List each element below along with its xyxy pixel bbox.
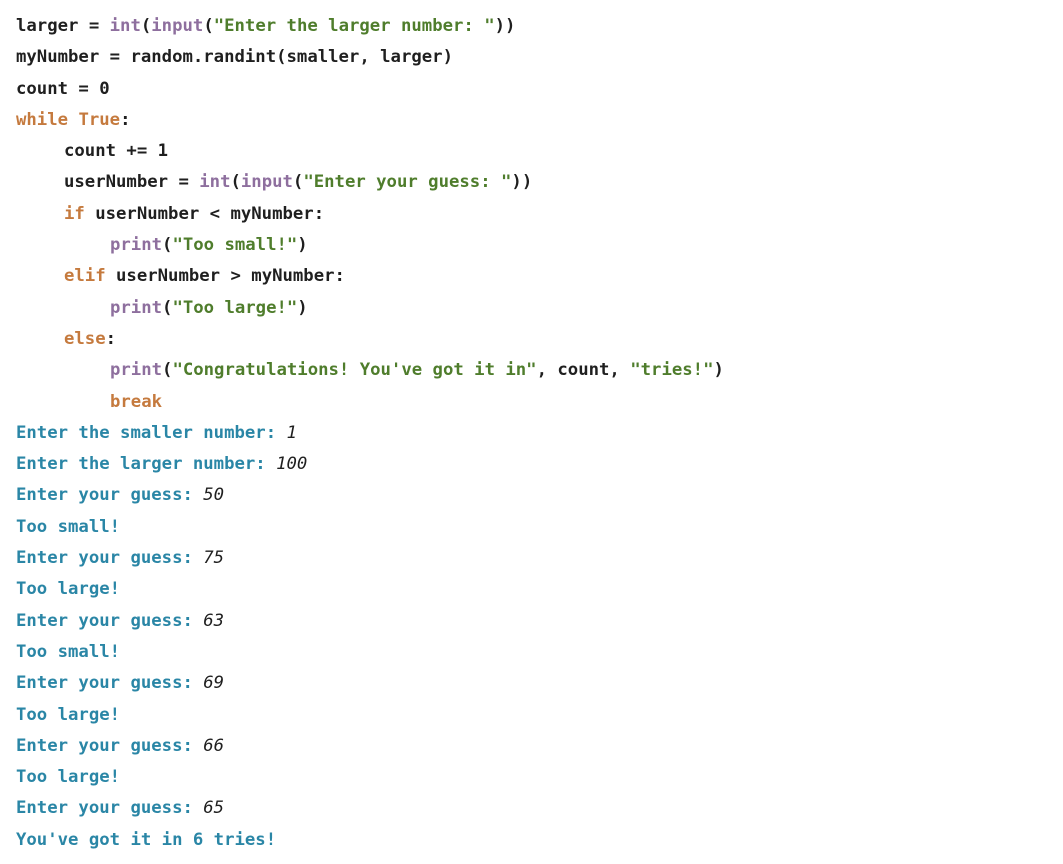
code-token: )): [494, 16, 516, 36]
code-token: (: [162, 235, 173, 256]
code-line-11: else:: [16, 324, 1046, 355]
keyword-token: if: [64, 203, 85, 224]
output-text: Enter the larger number:: [16, 454, 277, 475]
output-line: Too large!: [16, 700, 1046, 731]
keyword-token: while: [16, 109, 69, 130]
code-line-6: userNumber = int(input("Enter your guess…: [16, 167, 1046, 198]
code-token: ): [297, 235, 308, 256]
code-token: =: [168, 172, 200, 193]
output-line: Too small!: [16, 637, 1046, 668]
code-line-12: print("Congratulations! You've got it in…: [16, 355, 1046, 386]
code-token: (: [203, 16, 214, 36]
code-token: )): [511, 172, 533, 193]
string-token: "tries!": [630, 360, 714, 381]
code-line-9: elif userNumber > myNumber:: [16, 261, 1046, 292]
code-line-5: count += 1: [16, 136, 1046, 167]
output-text: Enter your guess:: [16, 548, 204, 569]
code-token: (: [162, 360, 173, 381]
output-line: Enter your guess: 69: [16, 668, 1046, 699]
output-line: Too large!: [16, 574, 1046, 605]
keyword-token: break: [110, 391, 163, 412]
keyword-token: elif: [64, 266, 106, 287]
output-line: You've got it in 6 tries!: [16, 825, 1046, 856]
builtin-token: int: [199, 172, 231, 193]
keyword-token: else: [64, 328, 106, 349]
user-input-value: 1: [286, 422, 297, 443]
output-text: Enter the smaller number:: [16, 422, 287, 443]
output-line: Too small!: [16, 512, 1046, 543]
builtin-token: input: [240, 172, 293, 193]
output-text: Enter your guess:: [16, 610, 204, 631]
string-token: "Enter the larger number: ": [213, 16, 495, 36]
output-text: Enter your guess:: [16, 798, 204, 819]
code-token: , count,: [536, 360, 631, 381]
output-line: Enter the smaller number: 1: [16, 418, 1046, 449]
output-line: Enter your guess: 50: [16, 480, 1046, 511]
code-token: larger: [16, 16, 79, 36]
code-line-7: if userNumber < myNumber:: [16, 199, 1046, 230]
builtin-token: input: [151, 16, 204, 36]
output-text: You've got it in 6 tries!: [16, 829, 277, 850]
code-token: :: [120, 109, 131, 130]
code-token: (: [292, 172, 304, 193]
output-text: Enter your guess:: [16, 735, 204, 756]
user-input-value: 50: [203, 485, 225, 506]
code-line-2: myNumber = random.randint(smaller, large…: [16, 42, 1046, 73]
output-line: Enter your guess: 75: [16, 543, 1046, 574]
builtin-token: print: [110, 360, 163, 381]
builtin-token: int: [109, 16, 141, 36]
output-line: Enter your guess: 63: [16, 606, 1046, 637]
output-text: Too large!: [16, 579, 121, 600]
code-token: userNumber: [64, 172, 169, 193]
user-input-value: 65: [203, 798, 225, 819]
code-token: userNumber > myNumber:: [105, 266, 345, 287]
code-token: count += 1: [64, 141, 169, 162]
user-input-value: 100: [276, 454, 308, 475]
string-token: "Too large!": [172, 297, 298, 318]
output-line: Too large!: [16, 762, 1046, 793]
code-token: [68, 110, 78, 130]
code-token: =: [78, 16, 110, 36]
code-line-10: print("Too large!"): [16, 293, 1046, 324]
builtin-token: print: [110, 235, 163, 256]
builtin-token: print: [110, 297, 163, 318]
user-input-value: 66: [203, 735, 225, 756]
keyword-token: True: [78, 109, 121, 130]
string-token: "Congratulations! You've got it in": [172, 360, 537, 381]
string-token: "Too small!": [172, 235, 298, 256]
code-line-8: print("Too small!"): [16, 230, 1046, 261]
output-line: Enter the larger number: 100: [16, 449, 1046, 480]
code-token: userNumber < myNumber:: [84, 203, 325, 224]
code-token: ): [713, 360, 724, 381]
user-input-value: 69: [203, 673, 225, 694]
output-text: Too large!: [16, 767, 121, 788]
output-line: Enter your guess: 66: [16, 731, 1046, 762]
output-text: Enter your guess:: [16, 485, 204, 506]
code-line-13: break: [16, 387, 1046, 418]
code-token: ): [297, 297, 308, 318]
output-text: Enter your guess:: [16, 673, 204, 694]
output-text: Too large!: [16, 704, 121, 725]
code-and-output-panel: larger = int(input("Enter the larger num…: [16, 11, 1046, 856]
output-line: Enter your guess: 65: [16, 793, 1046, 824]
user-input-value: 63: [203, 610, 225, 631]
code-line-3: count = 0: [16, 74, 1046, 105]
string-token: "Enter your guess: ": [303, 172, 512, 193]
code-line-4: while True:: [16, 105, 1046, 136]
code-token: (: [140, 16, 152, 36]
code-token: (: [162, 297, 173, 318]
output-text: Too small!: [16, 641, 121, 662]
code-token: count = 0: [16, 78, 110, 99]
output-text: Too small!: [16, 516, 121, 537]
code-token: myNumber = random.randint(smaller, large…: [16, 47, 453, 68]
user-input-value: 75: [203, 548, 225, 569]
code-token: :: [105, 328, 117, 349]
code-token: (: [230, 172, 241, 193]
code-line-1: larger = int(input("Enter the larger num…: [16, 11, 1046, 42]
